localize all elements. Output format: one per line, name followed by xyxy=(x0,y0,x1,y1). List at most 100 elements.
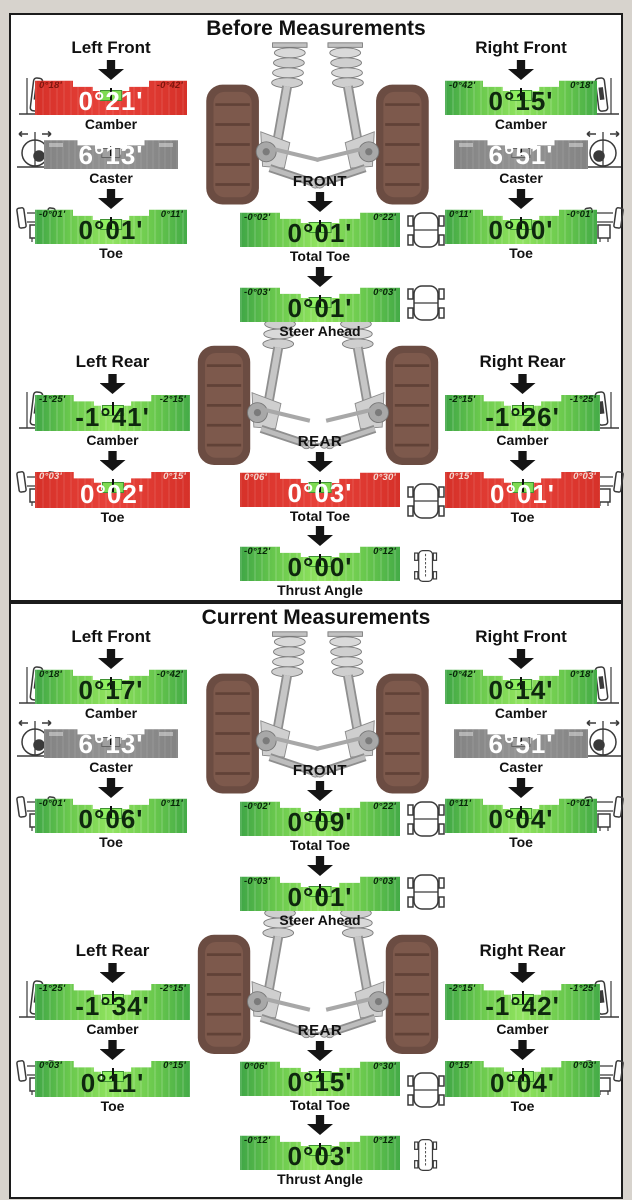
gauge-current-front-total-toe: -0°02'0°22'0°09' xyxy=(240,798,400,836)
value-pointer xyxy=(520,734,522,746)
gauge-before-thrust-angle: -0°12'0°12'0°00' xyxy=(240,543,400,581)
scale-mark xyxy=(459,143,473,147)
tick-right: 0°18' xyxy=(570,80,593,91)
gauge-value: 0°02' xyxy=(80,478,145,509)
gauge-current-right-front-camber: -0°42'0°18'0°14' xyxy=(445,666,597,704)
gauge-value: 0°04' xyxy=(490,1067,555,1098)
corner-label-right-front: Right Front xyxy=(475,627,567,646)
value-pointer xyxy=(520,676,522,689)
gauge-value: -1°34' xyxy=(75,990,150,1021)
gauge-current-right-front-toe: 0°11'-0°01'0°04' xyxy=(445,795,597,833)
tick-left: -0°42' xyxy=(449,80,476,91)
corner-label-right-rear: Right Rear xyxy=(479,352,566,371)
tick-left: 0°06' xyxy=(244,1061,267,1072)
tick-right: -1°25' xyxy=(569,983,596,994)
gauge-current-left-front-camber: 0°18'-0°42'0°17' xyxy=(35,666,187,704)
scale-mark xyxy=(569,143,583,147)
total-toe-icon xyxy=(407,483,445,519)
value-pointer xyxy=(319,808,321,821)
tick-left: 0°18' xyxy=(39,669,62,680)
panel-title: Before Measurements xyxy=(206,17,426,40)
gauge-value: 0°15' xyxy=(488,85,554,116)
caption-camber: Camber xyxy=(84,705,138,721)
scale-mark xyxy=(49,143,63,147)
caption-camber: Camber xyxy=(494,116,548,132)
axle-label-rear: REAR xyxy=(297,433,343,450)
thrust-angle-icon xyxy=(414,550,438,582)
tick-left: 0°11' xyxy=(449,209,472,220)
axle-label-front: FRONT xyxy=(292,762,348,779)
gauge-value: -1°26' xyxy=(485,401,560,432)
gauge-value: 0°00' xyxy=(488,214,554,245)
gauge-value: 0°03' xyxy=(287,477,353,508)
tick-right: 0°18' xyxy=(570,669,593,680)
gauge-current-right-front-caster: 6°51' xyxy=(454,726,588,758)
tick-right: 0°15' xyxy=(163,1060,186,1071)
value-pointer xyxy=(111,402,114,415)
panel-title: Current Measurements xyxy=(201,606,431,629)
gauge-current-thrust-angle: -0°12'0°12'0°03' xyxy=(240,1132,400,1170)
caption-toe: Toe xyxy=(510,1098,535,1114)
caption-total-toe: Total Toe xyxy=(289,837,351,853)
value-pointer xyxy=(110,734,112,746)
value-pointer xyxy=(521,402,524,415)
value-pointer xyxy=(111,479,114,492)
corner-label-right-front: Right Front xyxy=(475,38,567,57)
value-pointer xyxy=(110,676,112,689)
gauge-value: -1°42' xyxy=(485,990,560,1021)
gauge-before-left-rear-camber: -1°25'-2°15'-1°41' xyxy=(35,391,190,431)
tick-left: 0°18' xyxy=(39,80,62,91)
tick-right: -0°42' xyxy=(156,80,183,91)
corner-label-right-rear: Right Rear xyxy=(479,941,566,960)
corner-label-left-front: Left Front xyxy=(71,38,151,57)
gauge-current-right-rear-toe: 0°15'0°03'0°04' xyxy=(445,1057,600,1097)
gauge-value: 0°06' xyxy=(78,803,144,834)
caption-caster: Caster xyxy=(499,759,543,775)
tick-left: -1°25' xyxy=(39,394,66,405)
value-pointer xyxy=(319,294,321,307)
caption-toe: Toe xyxy=(99,834,123,850)
gauge-before-steer-ahead: -0°03'0°03'0°01' xyxy=(240,284,400,322)
gauge-value: 0°00' xyxy=(287,551,353,582)
gauge-current-left-rear-toe: 0°03'0°15'0°11' xyxy=(35,1057,190,1097)
tick-left: -0°12' xyxy=(244,546,271,557)
before-measurements-panel: Before Measurements Left Front 0°18'-0°4… xyxy=(9,13,625,602)
caption-toe: Toe xyxy=(99,245,123,261)
tick-left: -0°03' xyxy=(244,876,271,887)
tick-right: -0°42' xyxy=(156,669,183,680)
corner-label-left-rear: Left Rear xyxy=(75,941,150,960)
tick-right: 0°11' xyxy=(160,798,183,809)
value-pointer xyxy=(319,883,321,896)
tick-right: 0°30' xyxy=(373,1061,396,1072)
corner-label-left-rear: Left Rear xyxy=(75,352,150,371)
tick-right: -0°01' xyxy=(566,209,593,220)
tick-right: 0°22' xyxy=(373,212,396,223)
value-pointer xyxy=(319,553,321,566)
axle-label-front: FRONT xyxy=(292,173,348,190)
tick-left: -0°03' xyxy=(244,287,271,298)
caption-caster: Caster xyxy=(499,170,543,186)
gauge-value: 0°01' xyxy=(287,881,353,912)
tick-left: -0°02' xyxy=(244,801,271,812)
tick-left: -0°12' xyxy=(244,1135,271,1146)
tick-left: -0°01' xyxy=(39,209,66,220)
steer-ahead-icon xyxy=(407,874,445,910)
gauge-before-right-rear-toe: 0°15'0°03'0°01' xyxy=(445,468,600,508)
caption-camber: Camber xyxy=(84,116,138,132)
gauge-current-steer-ahead: -0°03'0°03'0°01' xyxy=(240,873,400,911)
caption-total-toe: Total Toe xyxy=(289,248,351,264)
scale-mark xyxy=(459,732,473,736)
caption-thrust-angle: Thrust Angle xyxy=(277,1171,363,1187)
gauge-value: 6°51' xyxy=(488,728,554,759)
value-pointer xyxy=(110,145,112,157)
gauge-before-right-front-camber: -0°42' 0°18' 0°15' xyxy=(445,77,597,115)
value-pointer xyxy=(520,87,522,100)
caption-camber: Camber xyxy=(494,705,548,721)
gauge-value: 0°09' xyxy=(287,806,353,837)
tick-left: -1°25' xyxy=(39,983,66,994)
caption-toe: Toe xyxy=(100,1098,125,1114)
tick-right: -1°25' xyxy=(569,394,596,405)
gauge-before-left-front-toe: -0°01'0°11'0°01' xyxy=(35,206,187,244)
gauge-value: 0°15' xyxy=(287,1066,353,1097)
